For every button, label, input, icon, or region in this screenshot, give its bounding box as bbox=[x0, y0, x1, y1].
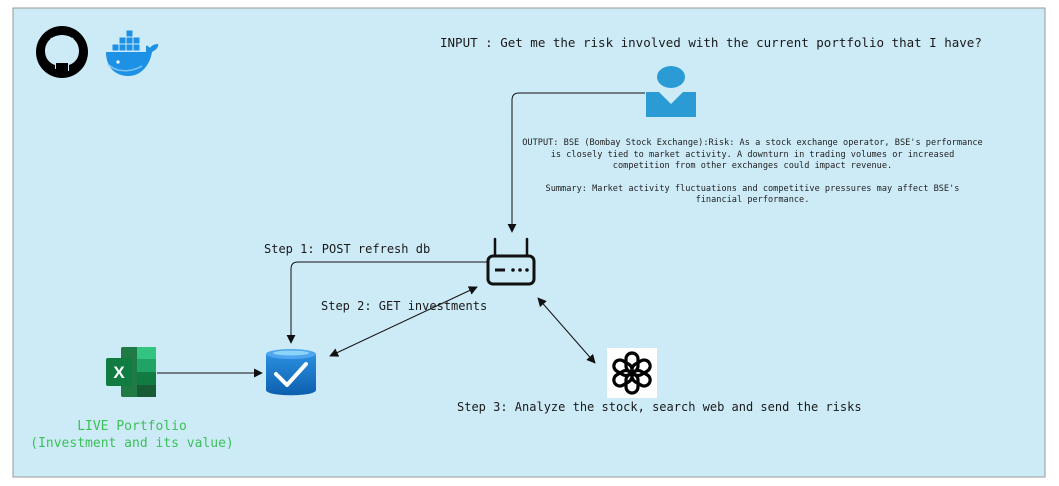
openai-icon bbox=[607, 348, 657, 398]
step3-arrow bbox=[537, 297, 596, 364]
step1-label: Step 1: POST refresh db bbox=[264, 242, 431, 256]
step3-label: Step 3: Analyze the stock, search web an… bbox=[457, 400, 862, 414]
database-icon bbox=[266, 349, 316, 396]
portfolio-subtitle: (Investment and its value) bbox=[30, 436, 234, 451]
output-text: OUTPUT: BSE (Bombay Stock Exchange):Risk… bbox=[522, 138, 983, 171]
user-icon bbox=[646, 66, 696, 117]
github-icon bbox=[36, 26, 88, 78]
diagram-background bbox=[12, 7, 1046, 478]
docker-icon bbox=[106, 29, 159, 76]
output-block: OUTPUT: BSE (Bombay Stock Exchange):Risk… bbox=[520, 138, 985, 207]
portfolio-title: LIVE Portfolio bbox=[77, 419, 187, 434]
input-prompt: INPUT : Get me the risk involved with th… bbox=[440, 35, 982, 50]
portfolio-caption: LIVE Portfolio (Investment and its value… bbox=[14, 418, 250, 452]
step2-label: Step 2: GET investments bbox=[321, 299, 488, 313]
router-icon bbox=[486, 237, 536, 286]
excel-letter: X bbox=[113, 363, 125, 382]
step2-arrow bbox=[329, 286, 478, 357]
step1-arrow bbox=[286, 261, 487, 344]
user-to-api-arrow bbox=[507, 92, 645, 233]
excel-icon: X bbox=[106, 347, 156, 397]
summary-text: Summary: Market activity fluctuations an… bbox=[545, 183, 960, 206]
